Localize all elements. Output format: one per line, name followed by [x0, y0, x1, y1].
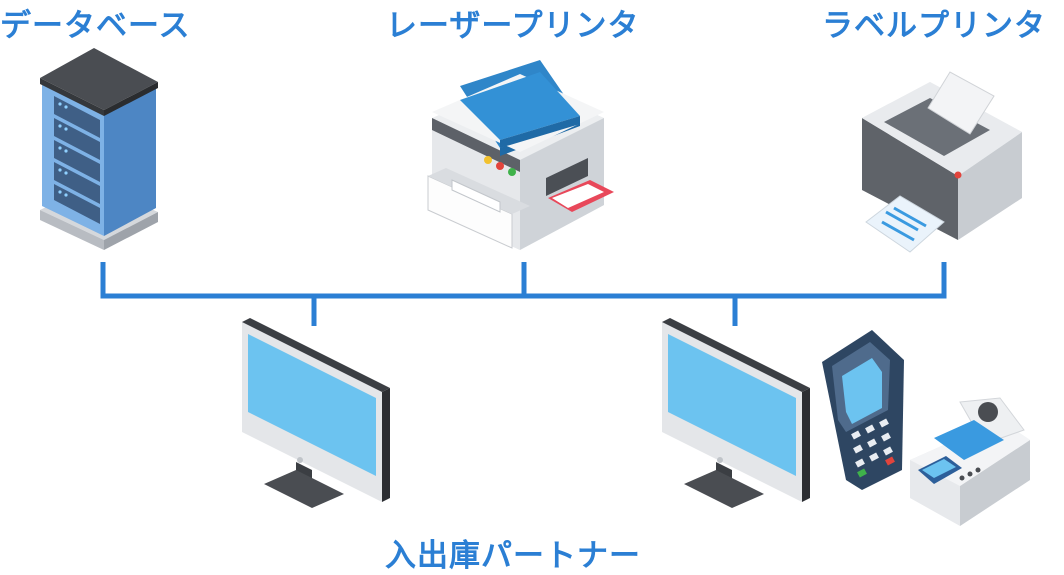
label-printer-icon — [862, 71, 1022, 253]
laser-printer-icon — [427, 60, 614, 250]
network-lines — [100, 262, 947, 326]
database-label: データベース — [0, 8, 191, 44]
right-monitor-icon — [662, 318, 810, 508]
receipt-printer-icon — [910, 397, 1030, 526]
label-printer-label: ラベルプリンタ — [822, 8, 1046, 44]
laser-printer-label: レーザープリンタ — [386, 8, 640, 44]
database-server-icon — [40, 48, 158, 250]
handheld-scanner-icon — [822, 330, 904, 490]
left-monitor-icon — [242, 318, 390, 508]
